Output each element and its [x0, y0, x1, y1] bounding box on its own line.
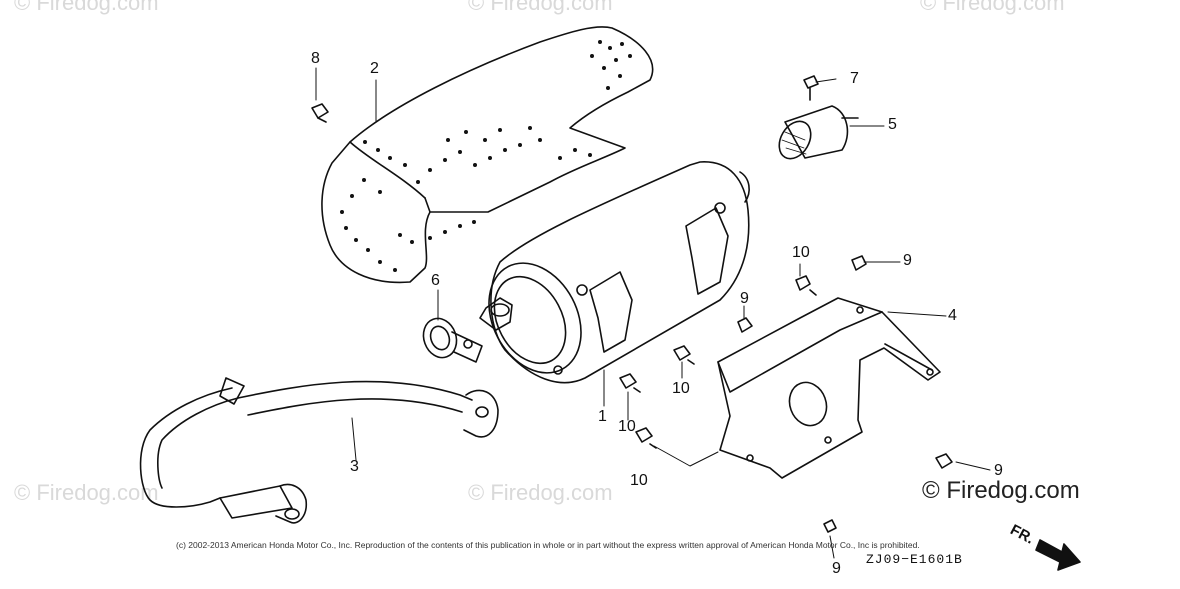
callout-10: 10 — [792, 244, 810, 261]
callout-5: 5 — [888, 116, 897, 133]
pipe-clamp — [422, 317, 483, 363]
watermark-bottom-left: © Firedog.com — [14, 480, 159, 505]
bolt-8 — [311, 103, 329, 123]
watermark-main: © Firedog.com — [922, 477, 1080, 504]
screw-7 — [803, 75, 819, 101]
callout-8: 8 — [311, 50, 320, 67]
front-arrow-icon — [1035, 539, 1081, 571]
watermark-top-right: © Firedog.com — [920, 0, 1065, 15]
diagram-code: ZJ09−E1601B — [866, 552, 963, 567]
callout-9: 9 — [903, 252, 912, 269]
callout-10: 10 — [630, 472, 648, 489]
leader-lines — [315, 67, 991, 559]
callout-9: 9 — [832, 560, 841, 577]
muffler-body — [479, 161, 750, 384]
watermark-top-left: © Firedog.com — [14, 0, 159, 15]
callout-4: 4 — [948, 307, 957, 324]
heat-shield — [321, 26, 654, 284]
bolt-group — [619, 255, 953, 533]
spark-arrester — [778, 105, 859, 160]
callout-10: 10 — [672, 380, 690, 397]
callout-6: 6 — [431, 272, 440, 289]
callout-9: 9 — [740, 290, 749, 307]
callout-2: 2 — [370, 60, 379, 77]
callout-10: 10 — [618, 418, 636, 435]
callout-7: 7 — [850, 70, 859, 87]
watermark-top-center: © Firedog.com — [468, 0, 613, 15]
copyright-notice: (c) 2002-2013 American Honda Motor Co., … — [176, 540, 920, 550]
watermark-bottom-center: © Firedog.com — [468, 480, 613, 505]
muffler-bracket — [717, 297, 941, 479]
callout-1: 1 — [598, 408, 607, 425]
callout-9: 9 — [994, 462, 1003, 479]
callout-3: 3 — [350, 458, 359, 475]
exhaust-pipe — [139, 377, 499, 524]
